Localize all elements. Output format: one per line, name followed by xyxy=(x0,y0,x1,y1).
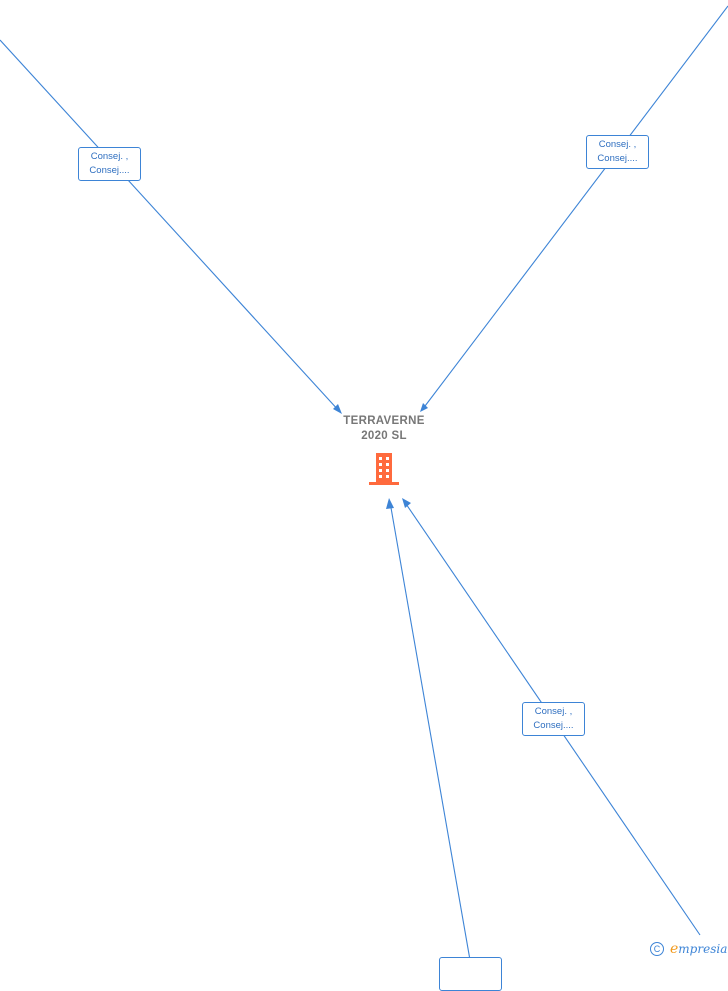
relation-label-bottom-right[interactable]: Consej. , Consej.... xyxy=(522,702,585,736)
building-icon xyxy=(369,453,399,485)
empresia-watermark: C empresia xyxy=(650,940,727,958)
relation-label-line1: Consej. , xyxy=(598,139,637,150)
relation-label-line2: Consej.... xyxy=(597,153,638,164)
company-name-line1: TERRAVERNE xyxy=(343,415,425,427)
relation-label-line1: Consej. , xyxy=(534,706,573,717)
arrowhead-bottom-right xyxy=(402,498,411,508)
arrowhead-top-right xyxy=(420,403,428,412)
copyright-icon: C xyxy=(650,942,664,956)
arrowhead-bottom-center xyxy=(386,498,394,509)
edge-bottom-center xyxy=(389,501,471,960)
relation-label-top-left[interactable]: Consej. , Consej.... xyxy=(78,147,141,181)
brand-logo-e: e xyxy=(670,941,679,957)
relation-label-bottom-center[interactable] xyxy=(439,957,502,991)
brand-logo-rest: mpresia xyxy=(678,942,728,956)
company-name-line2: 2020 SL xyxy=(361,430,407,442)
brand-logo: empresia xyxy=(670,941,727,957)
company-name: TERRAVERNE 2020 SL xyxy=(324,414,444,444)
edge-top-right xyxy=(421,5,728,411)
relation-label-line1: Consej. , xyxy=(90,151,129,162)
arrowhead-top-left xyxy=(333,404,342,414)
company-node[interactable]: TERRAVERNE 2020 SL xyxy=(324,414,444,487)
relation-label-line2: Consej.... xyxy=(533,720,574,731)
relation-label-line2: Consej.... xyxy=(89,165,130,176)
relation-label-top-right[interactable]: Consej. , Consej.... xyxy=(586,135,649,169)
edge-top-left xyxy=(0,39,341,413)
